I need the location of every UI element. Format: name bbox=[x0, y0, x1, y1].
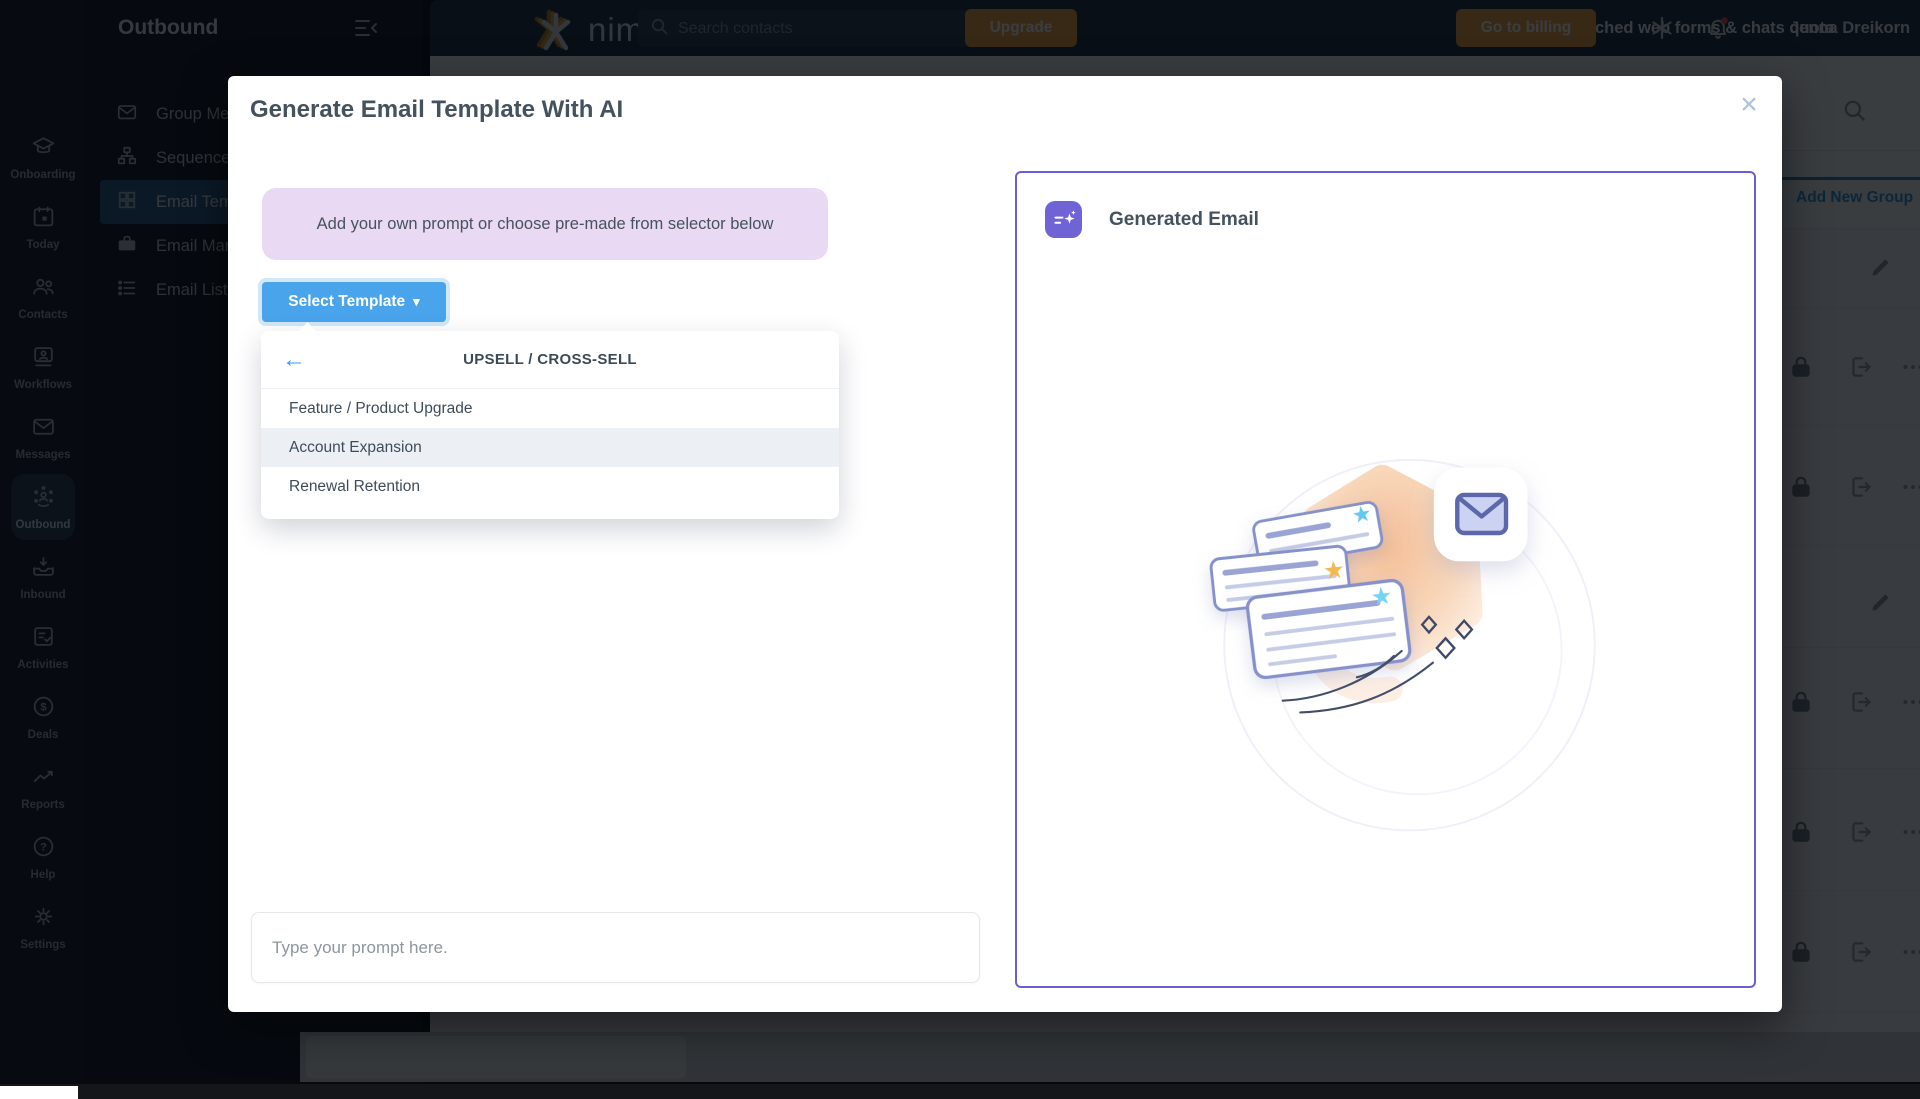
prompt-hint-text: Add your own prompt or choose pre-made f… bbox=[316, 214, 774, 233]
back-arrow-icon[interactable]: ← bbox=[282, 346, 306, 373]
dropdown-item-account-expansion[interactable]: Account Expansion bbox=[261, 428, 839, 467]
prompt-input[interactable] bbox=[251, 912, 980, 983]
dropdown-category-title: UPSELL / CROSS-SELL bbox=[463, 351, 637, 368]
prompt-hint-banner: Add your own prompt or choose pre-made f… bbox=[262, 188, 828, 260]
email-illustration bbox=[1150, 455, 1630, 850]
generate-email-modal: Generate Email Template With AI × Add yo… bbox=[228, 76, 1782, 1012]
bottom-edge-strip bbox=[0, 1084, 1920, 1099]
dropdown-item-feature-product-upgrade[interactable]: Feature / Product Upgrade bbox=[289, 399, 473, 417]
select-template-button[interactable]: Select Template ▾ bbox=[262, 282, 446, 322]
dropdown-item-renewal-retention[interactable]: Renewal Retention bbox=[289, 477, 420, 495]
template-dropdown: ← UPSELL / CROSS-SELL Feature / Product … bbox=[261, 322, 839, 519]
chevron-down-icon: ▾ bbox=[413, 294, 420, 309]
generated-email-panel: Generated Email bbox=[1015, 171, 1756, 988]
close-icon[interactable]: × bbox=[1740, 88, 1758, 121]
ai-sparkle-icon bbox=[1045, 201, 1082, 238]
generated-email-title: Generated Email bbox=[1109, 208, 1259, 230]
modal-title: Generate Email Template With AI bbox=[250, 96, 624, 123]
bottom-left-corner bbox=[0, 1086, 78, 1099]
dropdown-header: ← UPSELL / CROSS-SELL bbox=[261, 331, 839, 389]
